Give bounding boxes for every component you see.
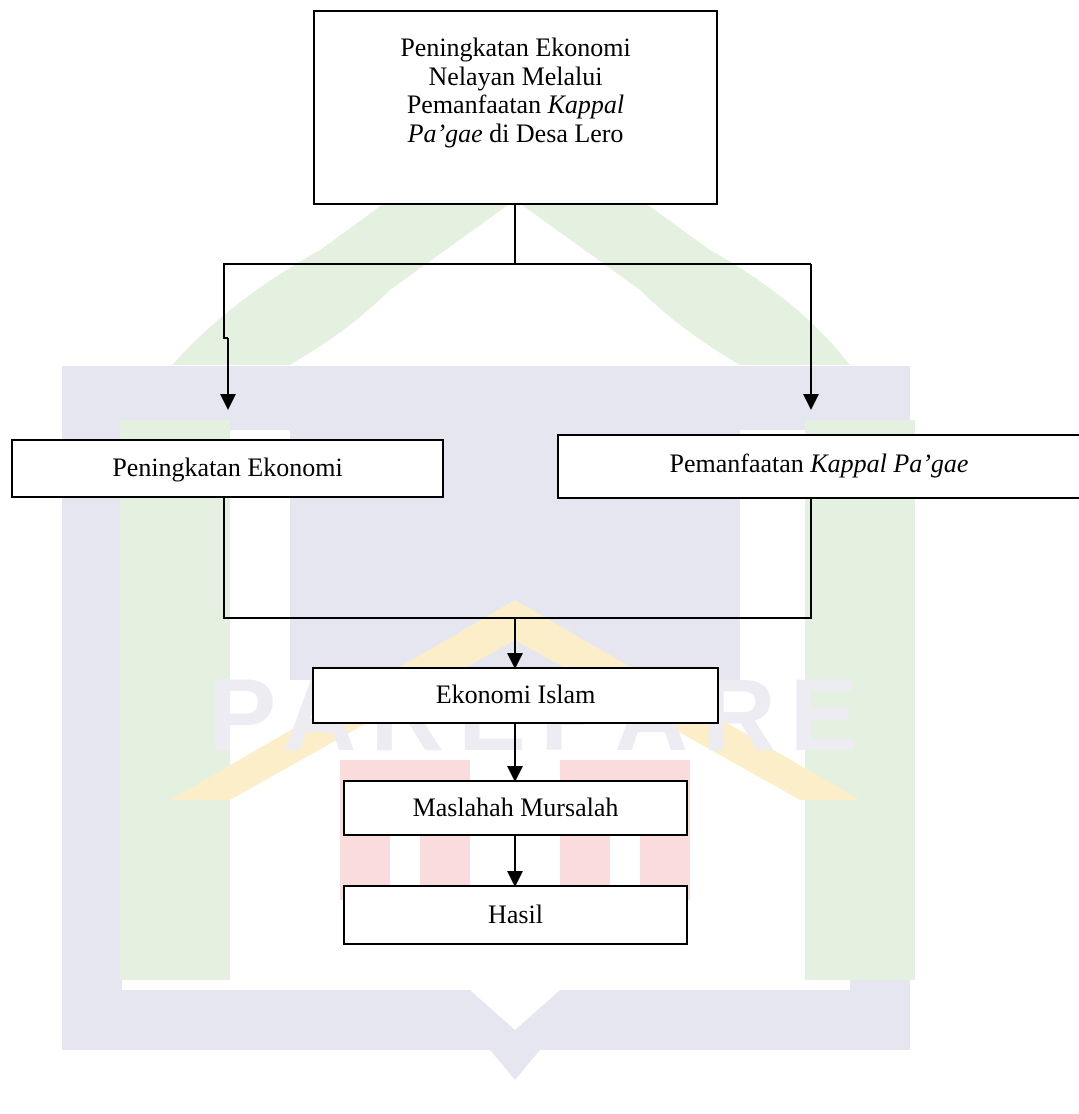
watermark-dome	[172, 140, 850, 365]
node-maslahah-label: Maslahah Mursalah	[412, 792, 619, 822]
node-peningkatan-ekonomi-nelayan: Peningkatan Ekonomi Nelayan Melalui Pema…	[313, 10, 718, 205]
node-top-line-1: Peningkatan Ekonomi	[400, 33, 631, 62]
node-ekonomi-islam: Ekonomi Islam	[312, 667, 719, 724]
node-top-line-2: Nelayan Melalui	[428, 61, 603, 91]
watermark-pillar-left	[120, 420, 230, 980]
node-maslahah-mursalah: Maslahah Mursalah	[343, 780, 688, 836]
node-islam-label: Ekonomi Islam	[435, 680, 596, 710]
watermark-pillar-right	[805, 420, 915, 980]
node-top-line-3: Pemanfaatan Kappal	[406, 90, 625, 120]
connector-merge	[223, 498, 812, 619]
node-top-line-4: Pa’gae di Desa Lero	[407, 118, 624, 148]
watermark-book	[62, 366, 910, 1080]
node-left-label: Peningkatan Ekonomi	[112, 453, 343, 483]
node-hasil-label: Hasil	[488, 899, 543, 929]
node-right-label: Pemanfaatan Kappal Pa’gae	[669, 449, 969, 478]
node-hasil: Hasil	[343, 885, 688, 945]
node-pemanfaatan-kappal-pagae: Pemanfaatan Kappal Pa’gae	[557, 434, 1079, 499]
node-peningkatan-ekonomi: Peningkatan Ekonomi	[11, 439, 444, 498]
connector-top-split	[223, 205, 811, 339]
